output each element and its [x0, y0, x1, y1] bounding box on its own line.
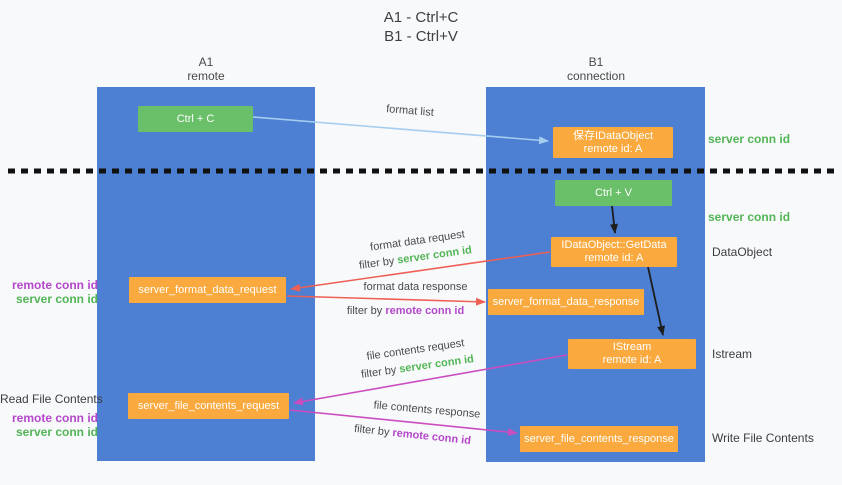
page-title-line2: B1 - Ctrl+V	[384, 28, 458, 45]
node-ctrl-c: Ctrl + C	[138, 106, 253, 132]
node-istream-line1: IStream	[612, 341, 652, 353]
lifeline-b1-role: connection	[566, 69, 626, 83]
lifeline-a1-role: remote	[187, 69, 225, 83]
label-write-file-contents: Write File Contents	[712, 431, 814, 445]
node-server-file-contents-response: server_file_contents_response	[520, 426, 678, 452]
filter-remote-conn-id: remote conn id	[391, 426, 472, 448]
node-idataobject-getdata-line2: remote id: A	[584, 252, 644, 264]
node-ctrl-c-label: Ctrl + C	[176, 112, 215, 125]
lifeline-b1-header: B1 connection	[536, 55, 656, 83]
label-read-file-contents: Read File Contents	[0, 392, 103, 406]
lifeline-a1-header: A1 remote	[146, 55, 266, 83]
node-idataobject-getdata-line1: IDataObject::GetData	[561, 239, 667, 251]
node-istream: IStream remote id: A	[568, 339, 696, 369]
filter-prefix: filter by	[358, 254, 399, 272]
label-server-conn-id-left-2: server conn id	[15, 425, 98, 439]
node-server-format-data-response-label: server_format_data_response	[492, 295, 640, 308]
node-save-idataobject: 保存IDataObject remote id: A	[553, 127, 673, 158]
filter-prefix: filter by	[346, 305, 386, 317]
label-format-data-response: format data response	[363, 281, 468, 293]
label-dataobject: DataObject	[712, 245, 773, 259]
arrow-format-data-response	[286, 295, 486, 306]
label-format-data-response-filter: filter by remote conn id	[333, 305, 478, 317]
label-server-conn-id-left-1: server conn id	[15, 292, 98, 306]
node-server-format-data-request-label: server_format_data_request	[138, 283, 277, 296]
label-server-conn-id-top-right: server conn id	[708, 132, 791, 146]
lifeline-a1-name: A1	[198, 55, 214, 69]
filter-prefix: filter by	[353, 422, 394, 439]
page-title: A1 - Ctrl+C B1 - Ctrl+V	[321, 8, 521, 46]
label-file-contents-response: file contents response	[373, 399, 481, 421]
node-ctrl-v: Ctrl + V	[555, 180, 672, 206]
node-ctrl-v-label: Ctrl + V	[595, 186, 632, 199]
page-title-line1: A1 - Ctrl+C	[383, 9, 459, 26]
node-server-format-data-request: server_format_data_request	[129, 277, 286, 303]
label-remote-conn-id-left-1: remote conn id	[11, 278, 98, 292]
filter-remote-conn-id: remote conn id	[385, 305, 465, 317]
filter-prefix: filter by	[360, 363, 401, 381]
node-save-idataobject-line2: remote id: A	[583, 142, 643, 155]
lifeline-b1-name: B1	[588, 55, 604, 69]
node-istream-line2: remote id: A	[602, 354, 662, 366]
label-file-contents-response-filter: filter by remote conn id	[340, 421, 485, 448]
node-server-format-data-response: server_format_data_response	[488, 289, 644, 315]
node-server-file-contents-response-label: server_file_contents_response	[524, 432, 674, 445]
label-format-list: format list	[385, 103, 435, 119]
label-remote-conn-id-left-2: remote conn id	[11, 411, 98, 425]
node-idataobject-getdata: IDataObject::GetData remote id: A	[551, 237, 677, 267]
node-server-file-contents-request: server_file_contents_request	[128, 393, 289, 419]
node-server-file-contents-request-label: server_file_contents_request	[137, 399, 280, 412]
node-save-idataobject-line1: 保存IDataObject	[572, 129, 654, 142]
label-server-conn-id-mid-right: server conn id	[708, 210, 791, 224]
label-istream: Istream	[712, 347, 753, 361]
